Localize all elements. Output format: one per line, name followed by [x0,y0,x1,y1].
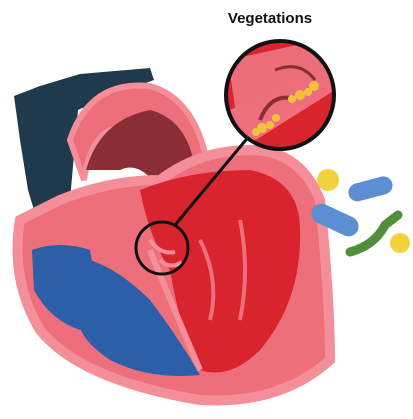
vegetations-label: Vegetations [200,10,340,27]
magnifier-callout [226,40,340,150]
